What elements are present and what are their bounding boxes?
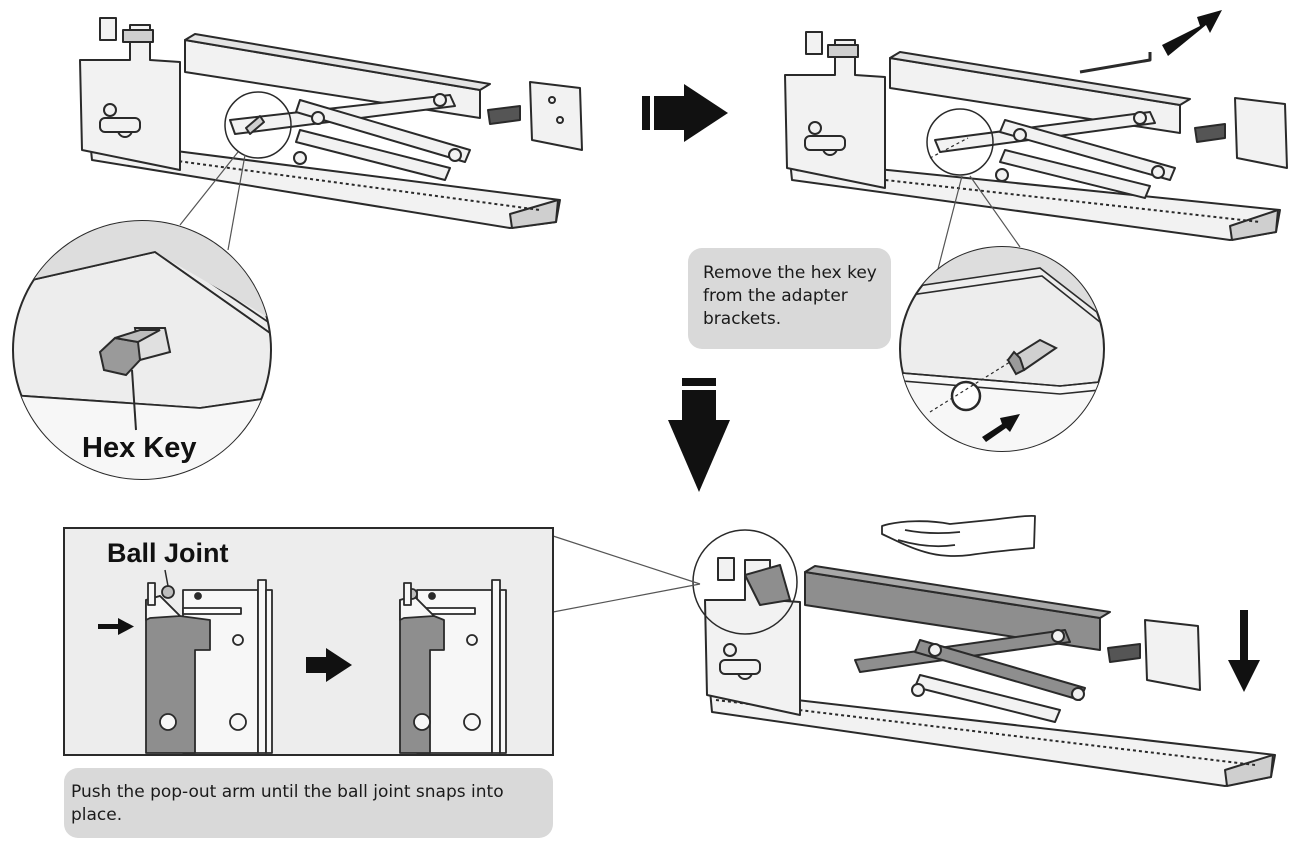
zoom-hex-removal [899, 246, 1105, 452]
removal-arrow [1162, 10, 1222, 56]
bracket-step1 [79, 17, 583, 229]
push-arrow [98, 618, 134, 635]
ball-joint-icon [161, 585, 175, 599]
callout-hex-removal: Remove the hex key from the adapter brac… [688, 248, 891, 349]
zoom-line [969, 175, 1021, 248]
bracket-step3 [692, 529, 1276, 787]
hex-key-icon [950, 338, 1058, 412]
zoom-line [179, 151, 239, 226]
callout-push-arm-text: Push the pop-out arm until the ball join… [71, 782, 504, 825]
push-down-arrow [1228, 610, 1260, 692]
step-arrow-down [668, 378, 730, 492]
zoom-line [227, 154, 246, 251]
step-arrow-right [642, 84, 728, 142]
ball-joint-inset [63, 527, 554, 756]
zoom-line [552, 583, 701, 613]
bracket-step2 [784, 31, 1288, 241]
callout-push-arm: Push the pop-out arm until the ball join… [64, 768, 553, 838]
hex-key-icon [98, 327, 172, 377]
transition-arrow [306, 648, 352, 682]
hex-key-label: Hex Key [82, 432, 197, 464]
hand-icon [881, 514, 1036, 557]
ball-joint-label: Ball Joint [107, 538, 229, 568]
zoom-line [552, 535, 701, 585]
callout-hex-removal-text: Remove the hex key from the adapter brac… [703, 263, 877, 329]
